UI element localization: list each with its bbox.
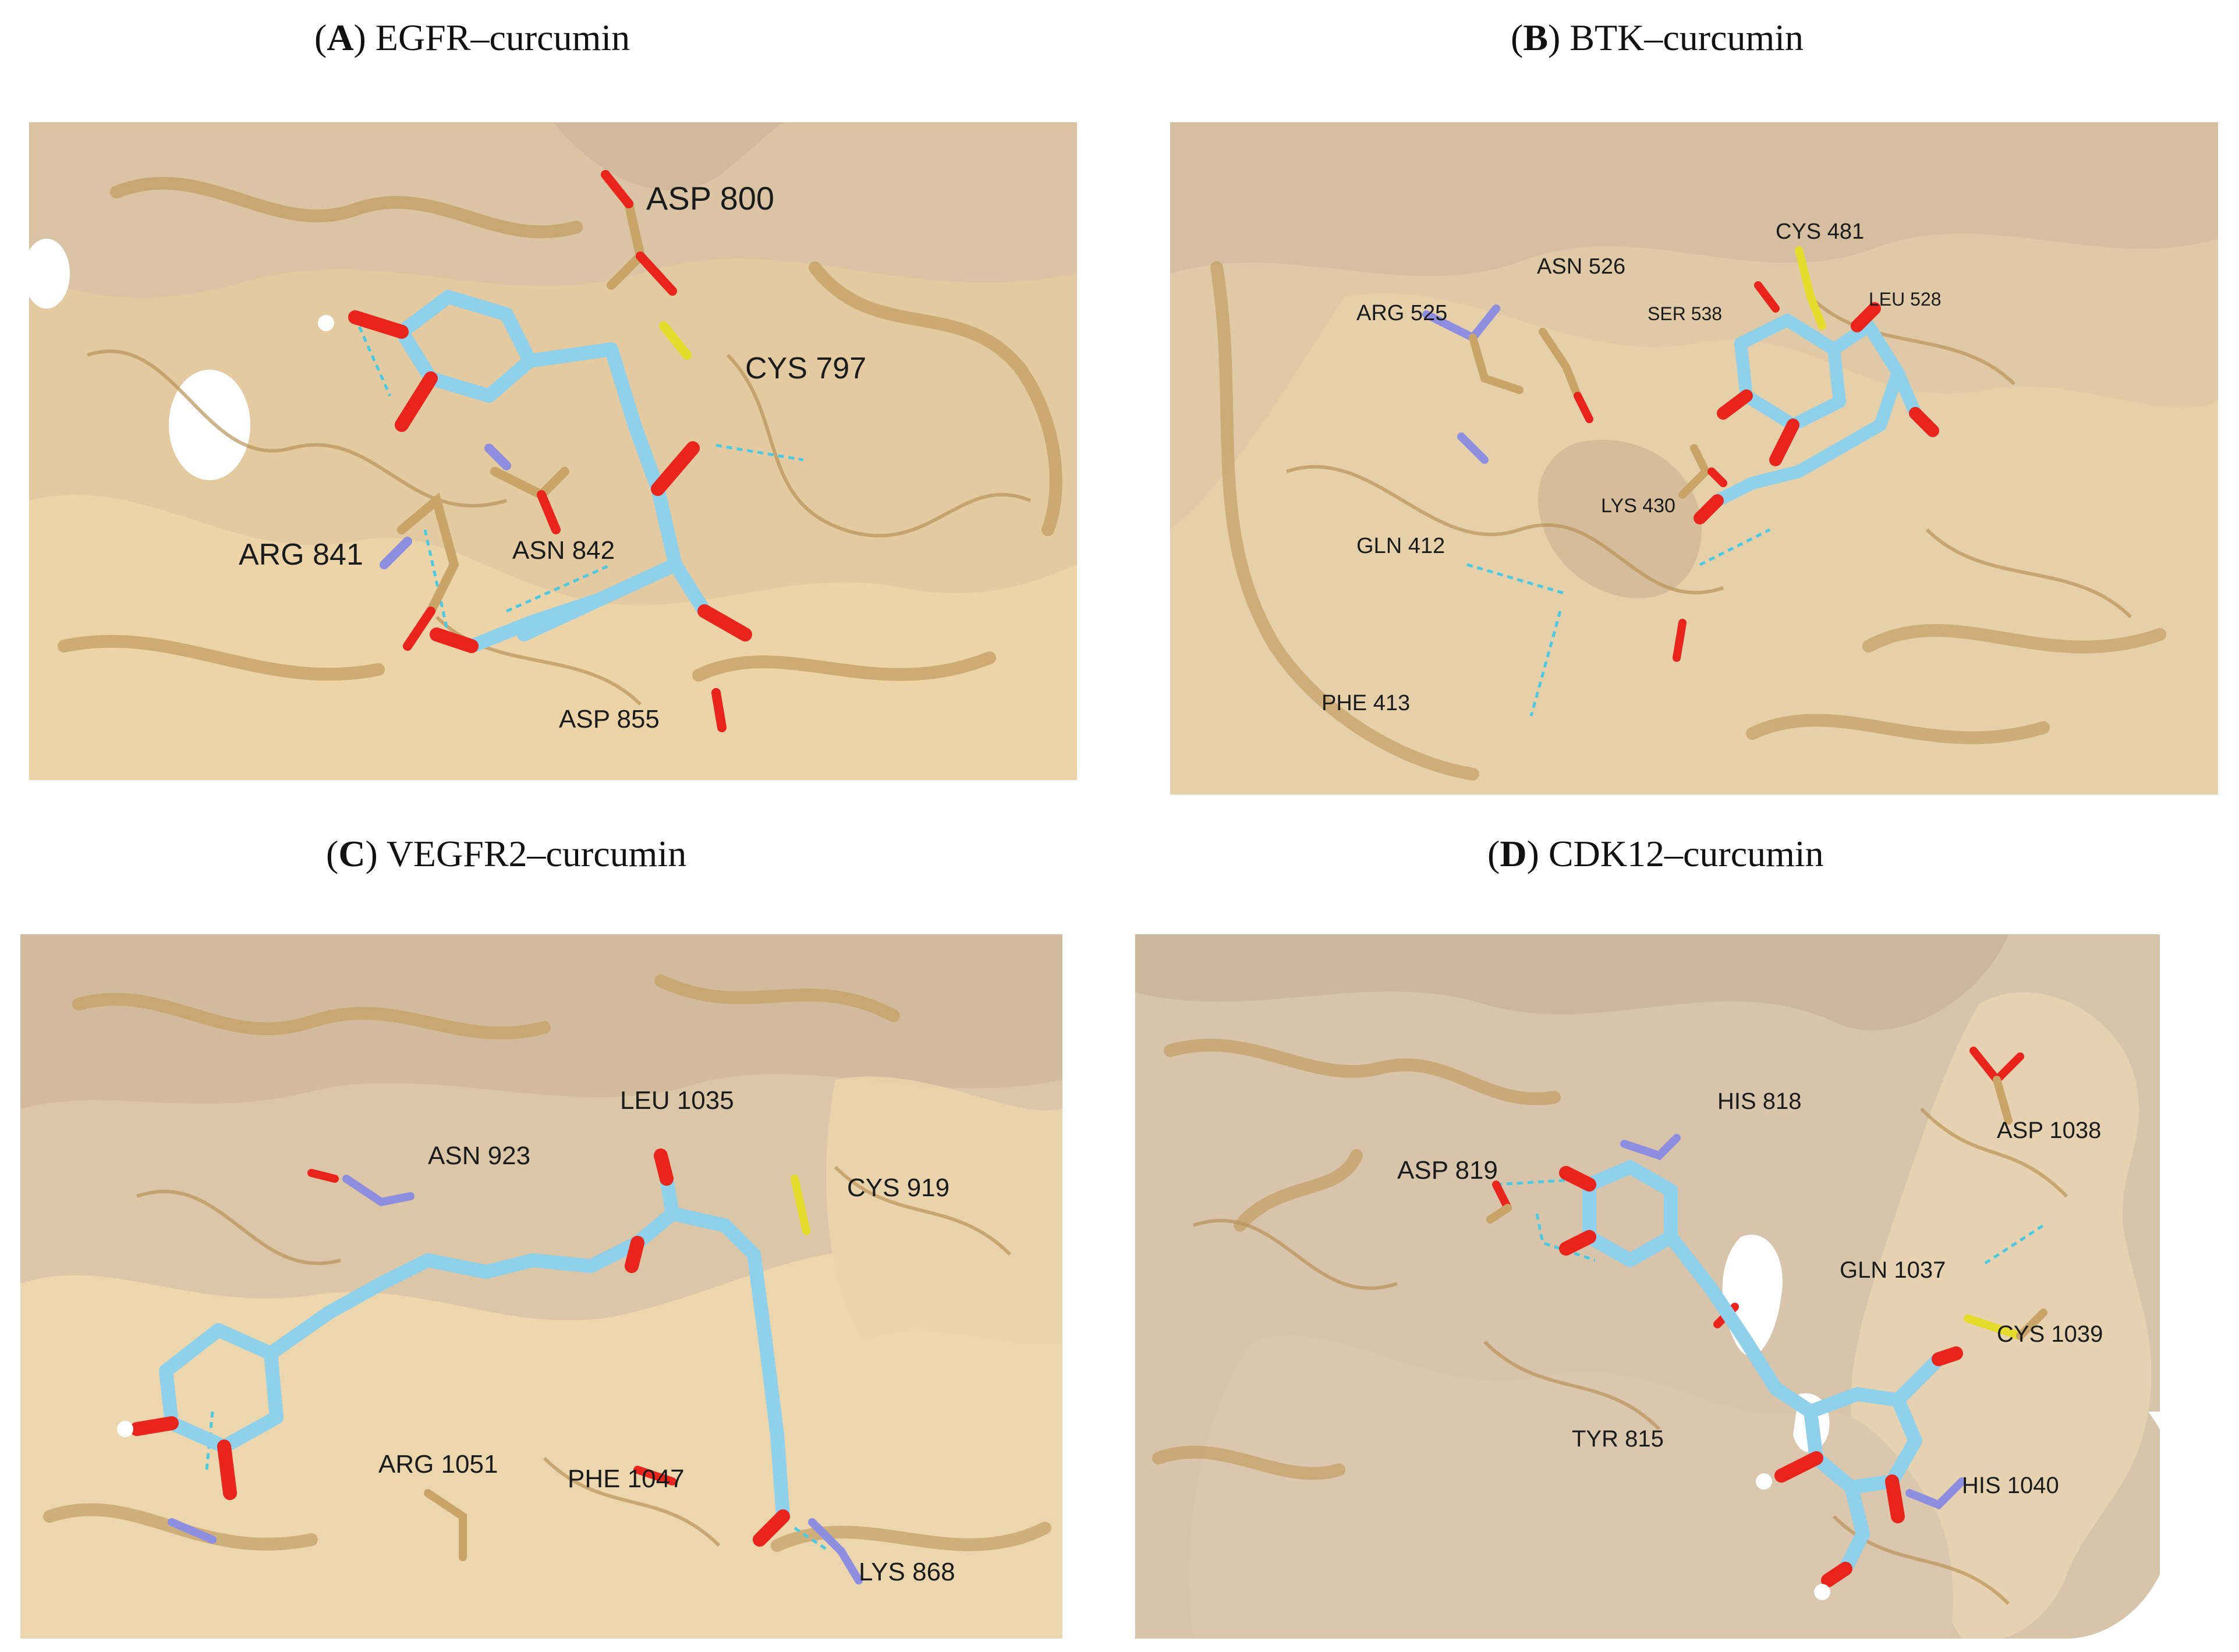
panel-b-residue-arg525: ARG 525 bbox=[1356, 301, 1447, 325]
panel-b-residue-gln412: GLN 412 bbox=[1356, 534, 1445, 558]
panel-d-residue-his1040: HIS 1040 bbox=[1962, 1473, 2059, 1498]
panel-c-title: VEGFR2–curcumin bbox=[386, 833, 687, 874]
panel-d-residue-cys1039: CYS 1039 bbox=[1997, 1321, 2103, 1347]
panel-b-letter: B bbox=[1523, 17, 1548, 58]
panel-b-residue-phe413: PHE 413 bbox=[1322, 691, 1410, 715]
panel-c-residue-cys919: CYS 919 bbox=[847, 1174, 950, 1202]
panel-d-caption: (D) CDK12–curcumin bbox=[1487, 833, 1824, 874]
panel-d-residue-gln1037: GLN 1037 bbox=[1840, 1257, 1946, 1283]
panel-d-title: CDK12–curcumin bbox=[1548, 833, 1824, 874]
panel-d-letter: D bbox=[1500, 833, 1527, 874]
panel-b-caption: (B) BTK–curcumin bbox=[1511, 17, 1804, 58]
panel-c-caption: (C) VEGFR2–curcumin bbox=[326, 833, 687, 874]
panel-d-residue-tyr815: TYR 815 bbox=[1572, 1426, 1664, 1452]
panel-d-residue-his818: HIS 818 bbox=[1717, 1089, 1802, 1114]
panel-c-residue-leu1035: LEU 1035 bbox=[620, 1086, 734, 1115]
panel-a-residue-asn842: ASN 842 bbox=[512, 536, 615, 565]
panel-a-letter: A bbox=[327, 17, 354, 58]
panel-d-residue-asp1038: ASP 1038 bbox=[1997, 1118, 2101, 1143]
panel-b-title: BTK–curcumin bbox=[1570, 17, 1804, 58]
panel-a-residue-asp800: ASP 800 bbox=[646, 180, 774, 217]
panel-c-letter: C bbox=[338, 833, 366, 874]
panel-b-residue-lys430: LYS 430 bbox=[1601, 495, 1675, 517]
panel-c-residue-lys868: LYS 868 bbox=[859, 1558, 955, 1586]
panel-b-residue-ser538: SER 538 bbox=[1648, 303, 1722, 324]
panel-a-residue-cys797: CYS 797 bbox=[745, 352, 866, 385]
panel-b-residue-leu528: LEU 528 bbox=[1869, 289, 1942, 310]
panel-d-residue-asp819: ASP 819 bbox=[1397, 1156, 1498, 1185]
panel-b-residue-cys481: CYS 481 bbox=[1776, 219, 1864, 244]
panel-a-residue-arg841: ARG 841 bbox=[239, 538, 363, 572]
panel-a-residue-asp855: ASP 855 bbox=[559, 705, 660, 733]
panel-c-residue-phe1047: PHE 1047 bbox=[568, 1465, 685, 1493]
panel-b-image: ASN 526 CYS 481 ARG 525 SER 538 LEU 528 … bbox=[1170, 122, 2218, 795]
panel-b-residue-asn526: ASN 526 bbox=[1537, 254, 1625, 279]
panel-c-residue-arg1051: ARG 1051 bbox=[378, 1450, 498, 1479]
panel-a-image: ASP 800 CYS 797 ARG 841 ASN 842 ASP 855 bbox=[29, 122, 1077, 780]
panel-c-image: LEU 1035 ASN 923 CYS 919 ARG 1051 PHE 10… bbox=[20, 934, 1062, 1639]
panel-a-title: EGFR–curcumin bbox=[375, 17, 630, 58]
panel-c-residue-asn923: ASN 923 bbox=[428, 1141, 530, 1170]
panel-d-image: HIS 818 ASP 819 ASP 1038 GLN 1037 CYS 10… bbox=[1135, 934, 2218, 1639]
panel-a-caption: (A) EGFR–curcumin bbox=[314, 17, 630, 58]
